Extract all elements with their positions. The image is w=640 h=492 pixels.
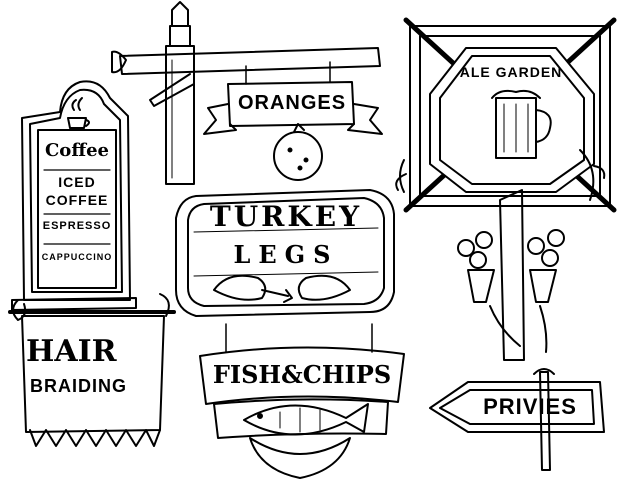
braiding-label: BRAIDING [30, 376, 127, 396]
hair-braiding-sign [8, 293, 176, 447]
coffee-cup-icon [67, 97, 90, 129]
privies-sign [429, 368, 605, 471]
beer-mug-icon [491, 89, 552, 159]
oranges-sign [111, 1, 383, 185]
coffee-line-espresso: ESPRESSO [42, 220, 112, 232]
ale-garden-label: ALE GARDEN [459, 64, 563, 80]
oranges-label: ORANGES [237, 92, 347, 114]
coffee-sign [11, 80, 137, 311]
turkey-legs-sign [175, 189, 395, 317]
hair-label: HAIR [26, 334, 117, 369]
coffee-line-coffee: Coffee [44, 140, 109, 161]
privies-label: PRIVIES [483, 394, 577, 419]
arrow-sign-icon [429, 381, 605, 433]
fish-chips-sign [199, 323, 405, 479]
coffee-line-iced: ICED [58, 174, 96, 190]
coffee-line-coffee-2: COFFEE [45, 192, 109, 208]
turkey-leg-icon [213, 274, 351, 303]
coffee-line-cappuccino: CAPPUCCINO [41, 252, 113, 262]
orange-fruit-icon [273, 123, 323, 181]
fish-icon [243, 403, 369, 436]
turkey-label: TURKEY [209, 200, 363, 233]
fish-chips-label: FISH&CHIPS [212, 360, 392, 389]
legs-label: LEGS [233, 240, 339, 269]
ale-garden-sign [395, 17, 617, 361]
